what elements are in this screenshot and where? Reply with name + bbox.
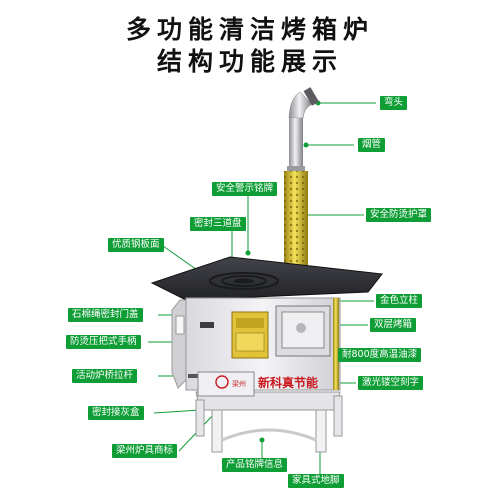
logo-text: 梁州 [232, 379, 246, 388]
stove-side [171, 299, 187, 389]
callout-chimney: 烟管 [358, 138, 386, 152]
door-handle [200, 322, 214, 328]
burner-rings [209, 272, 279, 290]
leg-rear-left [195, 399, 205, 437]
title-line-1: 多功能清洁烤箱炉 [125, 15, 374, 44]
brand-logo-icon [215, 375, 229, 389]
callout-product-plate: 产品铭牌信息 [222, 458, 288, 472]
callout-warning-plate: 安全警示铭牌 [212, 182, 278, 196]
front-text: 新科真节能 [258, 375, 318, 390]
callout-sealed-ash-box: 密封接灰盒 [88, 406, 144, 420]
title-line-2: 结构功能展示 [156, 47, 343, 76]
chimney-pipe [289, 118, 303, 168]
cooktop-plate [150, 256, 383, 301]
chimney-joint [287, 166, 305, 171]
elbow-cap [303, 87, 319, 106]
leg-rear-right [333, 395, 343, 437]
callout-grate-rod: 活动炉桥拉杆 [72, 369, 138, 383]
callout-asbestos-door-seal: 石棉绳密封门盖 [68, 308, 143, 322]
callout-seal-three-plates: 密封三道盘 [190, 217, 246, 231]
callout-elbow: 弯头 [380, 96, 408, 110]
callout-laser-engraving: 激光镂空刻字 [358, 376, 424, 390]
callout-gold-column: 金色立柱 [376, 294, 423, 308]
callout-heat-paint: 耐800度高温油漆 [338, 348, 422, 362]
gold-column [333, 298, 339, 390]
leg-front-right [315, 409, 327, 453]
callout-heat-guard: 安全防烫护罩 [366, 208, 432, 222]
oven-latch-icon [296, 323, 306, 333]
callout-anti-scald-handle: 防烫压把式手柄 [66, 335, 141, 349]
callout-brand-mark: 梁州炉具商标 [112, 444, 178, 458]
callout-double-oven: 双层烤箱 [370, 318, 417, 332]
side-badge [175, 315, 185, 335]
ash-drawer [197, 371, 255, 397]
callout-quality-steel-top: 优质钢板面 [108, 238, 164, 252]
leg-front-left [211, 409, 223, 453]
callout-furniture-feet: 家具式地脚 [288, 474, 344, 488]
